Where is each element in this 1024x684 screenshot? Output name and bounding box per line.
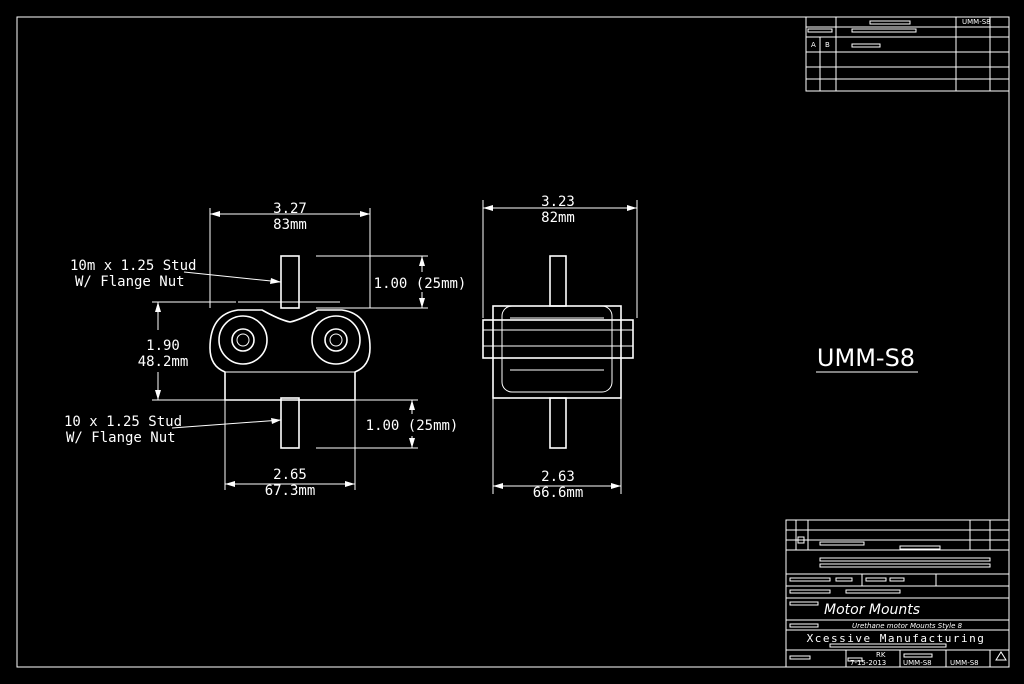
sheet-border xyxy=(16,16,1010,668)
right-boss xyxy=(311,315,361,365)
left-boss xyxy=(218,315,268,365)
front-bottom-width-in: 2.65 xyxy=(273,467,307,483)
lower-stud-callout-line1: 10 x 1.25 Stud xyxy=(64,414,182,430)
drawn-by: RK xyxy=(876,651,886,659)
upper-stud-length: 1.00 (25mm) xyxy=(374,276,467,292)
upper-stud-callout-line2: W/ Flange Nut xyxy=(75,274,185,290)
lower-stud xyxy=(280,397,300,449)
side-bolt-bar xyxy=(482,319,634,359)
title-block-description: Urethane motor Mounts Style 8 xyxy=(852,622,963,630)
dwg-number: UMM-S8 xyxy=(903,659,932,667)
top-block-code: UMM-S8 xyxy=(962,18,991,26)
part-number-label: UMM-S8 xyxy=(817,344,915,372)
front-height-mm: 48.2mm xyxy=(138,354,189,370)
title-block-title: Motor Mounts xyxy=(824,602,920,618)
side-view: 3.23 82mm 2.63 66.6mm xyxy=(482,194,638,501)
upper-stud xyxy=(280,255,300,309)
front-bottom-width-mm: 67.3mm xyxy=(265,483,316,499)
front-top-width-in: 3.27 xyxy=(273,201,307,217)
lower-stud-length: 1.00 (25mm) xyxy=(366,418,459,434)
upper-stud-callout-line1: 10m x 1.25 Stud xyxy=(70,258,196,274)
rev-b: B xyxy=(825,41,830,49)
revision-block: UMM-S8 A B xyxy=(805,16,1010,92)
rev-a: A xyxy=(811,41,816,49)
mount-body xyxy=(209,309,371,401)
title-block: Motor Mounts Urethane motor Mounts Style… xyxy=(785,519,1010,668)
side-bottom-width-mm: 66.6mm xyxy=(533,485,584,501)
warning-triangle-icon xyxy=(995,651,1007,661)
front-top-width-mm: 83mm xyxy=(273,217,307,233)
front-height-in: 1.90 xyxy=(146,338,180,354)
side-top-width-mm: 82mm xyxy=(541,210,575,226)
front-view: 3.27 83mm 2.65 67.3mm 1.90 48.2mm 1.00 (… xyxy=(64,201,466,499)
title-block-company: Xcessive Manufacturing xyxy=(807,632,986,645)
drawing-date: 7-15-2013 xyxy=(850,659,886,667)
flag-icon xyxy=(797,536,805,544)
side-lower-stud xyxy=(549,397,567,449)
sheet-code: UMM-S8 xyxy=(950,659,979,667)
side-top-width-in: 3.23 xyxy=(541,194,575,210)
lower-stud-callout-line2: W/ Flange Nut xyxy=(66,430,176,446)
side-bottom-width-in: 2.63 xyxy=(541,469,575,485)
side-upper-stud xyxy=(549,255,567,307)
